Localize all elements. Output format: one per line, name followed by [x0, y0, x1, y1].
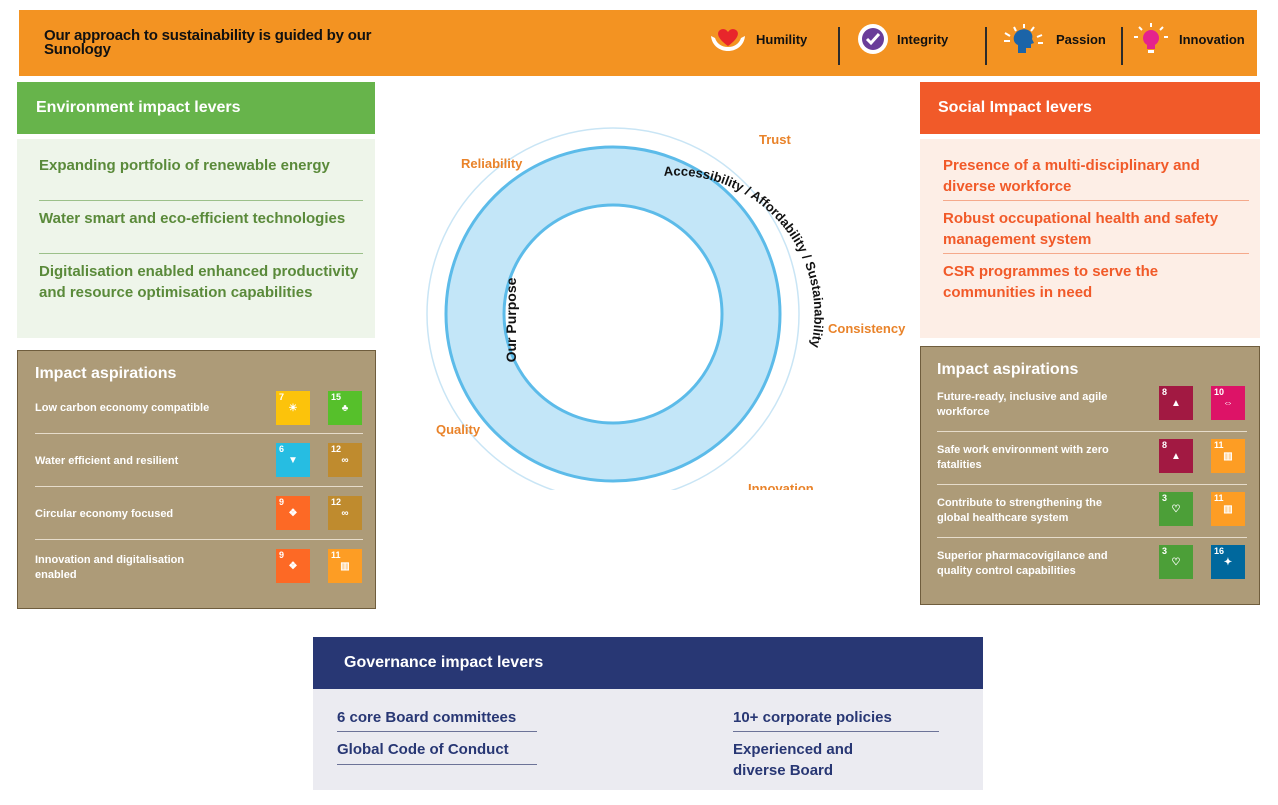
value-label: Passion [1056, 31, 1106, 47]
outer-label-trust: Trust [759, 132, 791, 147]
sdg-12-icon: 12∞ [328, 443, 362, 477]
divider [35, 486, 363, 487]
divider [35, 433, 363, 434]
sdg-6-icon: 6▼ [276, 443, 310, 477]
aspirations-title: Impact aspirations [937, 361, 1079, 378]
sdg-9-icon: 9❖ [276, 549, 310, 583]
aspiration-text: Innovation and digitalisation enabled [35, 554, 185, 581]
aspiration-text: Safe work environment with zero fataliti… [937, 444, 1109, 471]
divider [937, 537, 1247, 538]
sdg-7-icon: 7☀ [276, 391, 310, 425]
governance-lever: Experienced and diverse Board [733, 741, 854, 779]
social-aspirations-panel: Impact aspirations Future-ready, inclusi… [920, 346, 1260, 605]
social-lever: Robust occupational health and safety ma… [943, 210, 1219, 248]
environment-lever: Digitalisation enabled enhanced producti… [39, 263, 359, 301]
governance-lever: Global Code of Conduct [337, 741, 509, 758]
divider [35, 539, 363, 540]
environment-title: Environment impact levers [36, 99, 241, 116]
aspiration-text: Low carbon economy compatible [35, 402, 210, 414]
sdg-8-icon: 8▲ [1159, 386, 1193, 420]
sdg-10-icon: 10⇔ [1211, 386, 1245, 420]
checkmark-badge-icon [858, 24, 888, 54]
value-passion: Passion [1000, 24, 1106, 54]
header-title: Our approach to sustainability is guided… [44, 27, 372, 58]
outer-label-innovation: Innovation [748, 481, 814, 490]
aspiration-text: Future-ready, inclusive and agile workfo… [937, 391, 1108, 418]
sdg-11-icon: 11▥ [1211, 439, 1245, 473]
sdg-11-icon: 11▥ [1211, 492, 1245, 526]
sdg-9-icon: 9❖ [276, 496, 310, 530]
value-integrity: Integrity [857, 24, 948, 54]
outer-label-consistency: Consistency [828, 321, 906, 336]
divider [39, 253, 363, 254]
governance-title: Governance impact levers [344, 654, 544, 671]
sdg-12-icon: 12∞ [328, 496, 362, 530]
purpose-ring-diagram: Our Purpose Accessibility / Affordabilit… [426, 127, 906, 490]
environment-aspirations-panel: Impact aspirations Low carbon economy co… [17, 350, 376, 609]
divider [337, 731, 537, 732]
header-banner [19, 10, 1257, 76]
social-header: Social Impact levers [920, 82, 1260, 134]
head-arrows-icon [1004, 24, 1043, 53]
social-lever: CSR programmes to serve the communities … [943, 263, 1159, 301]
sdg-3-icon: 3♡ [1159, 545, 1193, 579]
lightbulb-icon [1134, 23, 1168, 53]
divider [943, 253, 1249, 254]
environment-header: Environment impact levers [17, 82, 375, 134]
outer-label-quality: Quality [436, 422, 481, 437]
outer-label-reliability: Reliability [461, 156, 523, 171]
value-humility: Humility [708, 24, 807, 54]
governance-header: Governance impact levers [313, 637, 983, 689]
environment-levers-panel: Expanding portfolio of renewable energy … [17, 139, 375, 338]
divider [943, 200, 1249, 201]
divider [937, 484, 1247, 485]
aspiration-text: Water efficient and resilient [35, 455, 179, 467]
sdg-3-icon: 3♡ [1159, 492, 1193, 526]
divider [733, 731, 939, 732]
sdg-11-icon: 11▥ [328, 549, 362, 583]
social-title: Social Impact levers [938, 99, 1092, 116]
environment-lever: Expanding portfolio of renewable energy [39, 157, 330, 174]
value-innovation: Innovation [1131, 23, 1245, 54]
value-label: Humility [756, 31, 808, 47]
governance-lever: 10+ corporate policies [733, 709, 892, 726]
divider [39, 200, 363, 201]
divider [937, 431, 1247, 432]
social-lever: Presence of a multi-disciplinary and div… [943, 157, 1200, 195]
ring-inner-edge [502, 203, 724, 425]
aspiration-text: Circular economy focused [35, 508, 174, 520]
ring-outer-edge [444, 145, 782, 483]
divider [985, 27, 987, 65]
governance-lever: 6 core Board committees [337, 709, 517, 726]
purpose-ring [446, 147, 780, 481]
divider [337, 764, 537, 765]
divider [1121, 27, 1123, 65]
value-label: Integrity [897, 31, 949, 47]
sdg-15-icon: 15♣ [328, 391, 362, 425]
our-purpose-label: Our Purpose [503, 277, 519, 362]
heart-hands-icon [711, 28, 745, 51]
governance-levers-panel: 6 core Board committees Global Code of C… [313, 689, 983, 790]
sdg-8-icon: 8▲ [1159, 439, 1193, 473]
divider [838, 27, 840, 65]
outer-ring [426, 127, 800, 490]
aspiration-text: Contribute to strengthening the global h… [937, 497, 1102, 524]
aspiration-text: Superior pharmacovigilance and quality c… [937, 550, 1108, 577]
social-levers-panel: Presence of a multi-disciplinary and div… [920, 139, 1260, 338]
environment-lever: Water smart and eco-efficient technologi… [39, 210, 346, 227]
sdg-16-icon: 16✦ [1211, 545, 1245, 579]
aspirations-title: Impact aspirations [35, 365, 177, 382]
value-label: Innovation [1179, 31, 1245, 47]
